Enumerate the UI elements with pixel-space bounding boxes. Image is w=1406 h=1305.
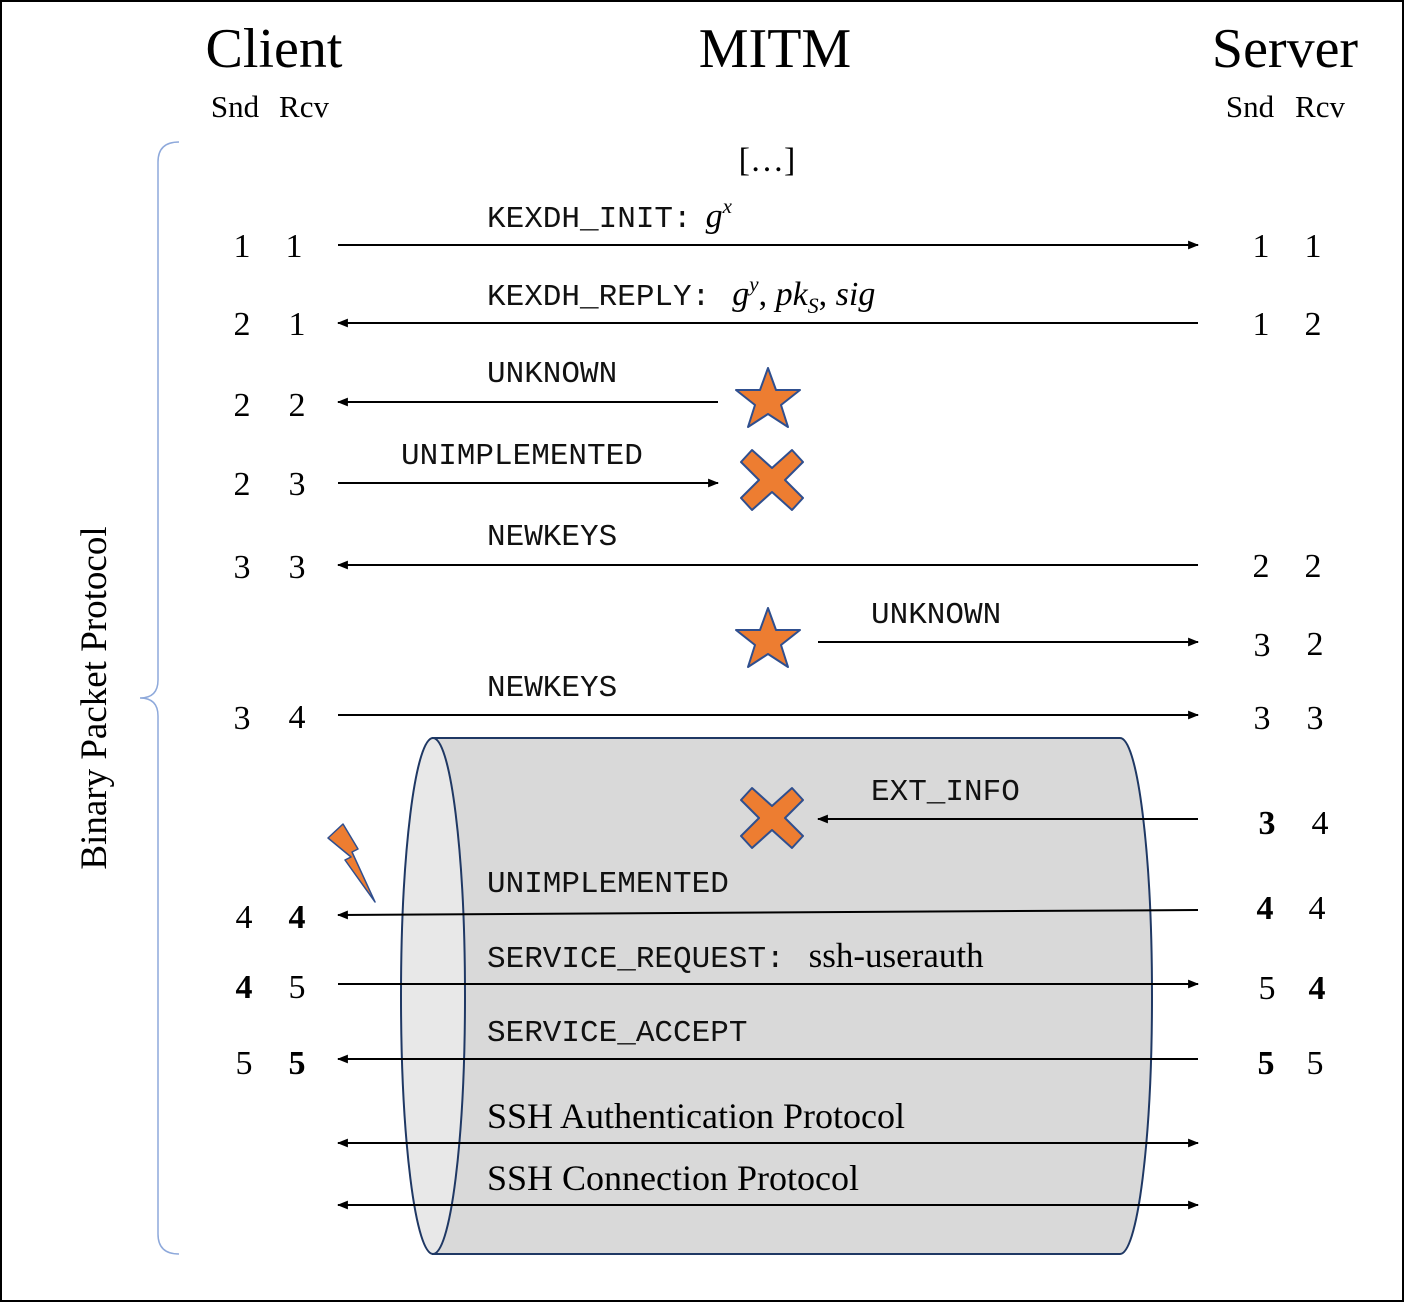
client-snd-5: 3 [234,549,251,586]
server-snd-2: 1 [1253,306,1270,343]
client-snd-6: 3 [234,700,251,737]
client-rcv-9: 5 [289,1045,306,1082]
star-icon [735,367,801,428]
star-icon [735,607,801,668]
server-rcv-2: 2 [1305,306,1322,343]
server-snd-5: 3 [1254,700,1271,737]
label-conn-protocol: SSH Connection Protocol [487,1158,859,1198]
client-rcv-8: 5 [289,969,306,1006]
server-rcv-label: Rcv [1295,89,1345,124]
left-brace [139,141,180,1255]
arrow-unimplemented-2 [336,909,1199,920]
client-snd-3: 2 [234,387,251,424]
client-snd-label: Snd [211,89,260,124]
label-auth-protocol: SSH Authentication Protocol [487,1096,905,1136]
label-kexdh-reply: KEXDH_REPLY:gy, pkS, sig [487,272,875,318]
cross-icon [740,787,804,849]
mitm-header: MITM [699,18,851,80]
server-header: Server [1212,18,1359,80]
client-snd-8: 4 [236,969,253,1006]
server-rcv-6: 4 [1312,805,1329,842]
label-unknown-2: UNKNOWN [871,598,1001,633]
client-rcv-5: 3 [289,549,306,586]
label-newkeys-2: NEWKEYS [487,671,617,706]
client-rcv-label: Rcv [279,89,329,124]
cross-icon [740,449,804,511]
label-unimplemented-2: UNIMPLEMENTED [487,867,729,902]
server-rcv-7: 4 [1309,890,1326,927]
label-kexdh-init: KEXDH_INIT:gx [487,194,733,237]
server-snd-4: 3 [1254,627,1271,664]
server-rcv-9: 5 [1307,1045,1324,1082]
ellipsis: […] [739,142,796,179]
label-service-accept: SERVICE_ACCEPT [487,1016,747,1051]
server-rcv-1: 1 [1305,228,1322,265]
server-snd-8: 5 [1259,970,1276,1007]
server-rcv-8: 4 [1309,970,1326,1007]
server-snd-3: 2 [1253,548,1270,585]
server-rcv-4: 2 [1307,626,1324,663]
client-snd-1: 1 [234,228,251,265]
client-sequence-numbers: 1 1 2 1 2 2 2 3 3 3 3 4 4 4 4 5 5 5 [234,228,306,1082]
server-snd-7: 4 [1257,890,1274,927]
server-rcv-3: 2 [1305,548,1322,585]
client-snd-2: 2 [234,306,251,343]
client-snd-9: 5 [236,1045,253,1082]
server-snd-label: Snd [1226,89,1275,124]
label-unimplemented-1: UNIMPLEMENTED [401,439,643,474]
label-newkeys-1: NEWKEYS [487,520,617,555]
server-rcv-5: 3 [1307,700,1324,737]
lightning-icon [327,823,376,903]
encrypted-tunnel [400,737,1153,1255]
client-rcv-6: 4 [289,699,306,736]
server-snd-1: 1 [1253,228,1270,265]
label-unknown-1: UNKNOWN [487,357,617,392]
client-rcv-2: 1 [289,306,306,343]
server-sequence-numbers: 1 1 1 2 2 2 3 2 3 3 3 4 4 4 5 4 5 5 [1253,228,1329,1082]
side-label: Binary Packet Protocol [74,526,115,869]
client-rcv-7: 4 [289,899,306,936]
client-header: Client [206,18,343,80]
server-snd-6: 3 [1259,805,1276,842]
client-snd-4: 2 [234,466,251,503]
message-arrows [336,240,1200,1210]
server-snd-9: 5 [1258,1045,1275,1082]
client-rcv-1: 1 [286,228,303,265]
label-service-request: SERVICE_REQUEST:ssh-userauth [487,936,984,977]
client-rcv-4: 3 [289,466,306,503]
client-snd-7: 4 [236,899,253,936]
label-ext-info: EXT_INFO [871,775,1020,810]
client-rcv-3: 2 [289,387,306,424]
